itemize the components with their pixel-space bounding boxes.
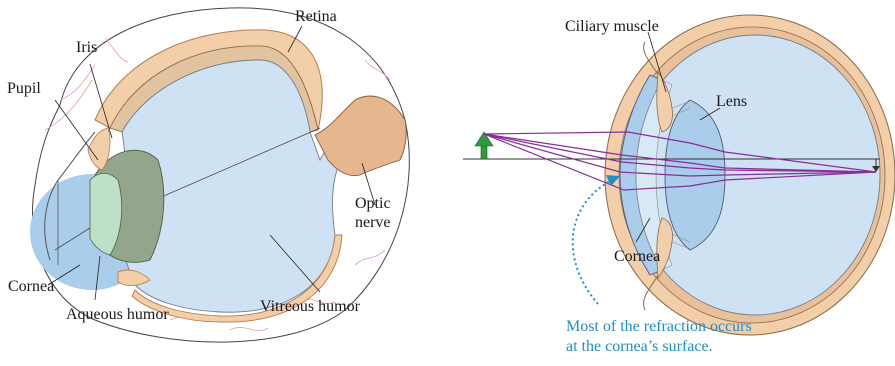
label-right-cornea: Cornea — [614, 248, 660, 265]
label-vitreous-humor: Vitreous humor — [260, 298, 361, 315]
label-pupil: Pupil — [7, 80, 41, 97]
label-iris: Iris — [76, 39, 97, 56]
label-aqueous-humor: Aqueous humor — [66, 306, 169, 323]
refraction-note-line2: at the cornea’s surface. — [566, 338, 713, 355]
label-optic-nerve-line2: nerve — [355, 214, 391, 231]
label-left-cornea: Cornea — [8, 278, 54, 295]
label-ciliary-muscle: Ciliary muscle — [565, 18, 659, 35]
left-eye-diagram — [30, 8, 409, 342]
refraction-note-line1: Most of the refraction occurs — [566, 318, 752, 335]
label-retina: Retina — [295, 8, 337, 25]
label-optic-nerve-line1: Optic — [355, 195, 391, 212]
label-lens: Lens — [716, 93, 747, 110]
